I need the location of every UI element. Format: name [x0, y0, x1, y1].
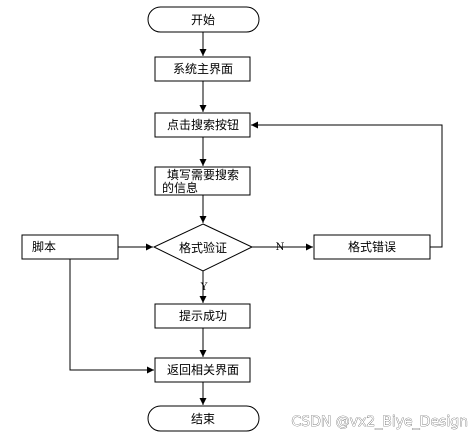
start-label: 开始: [191, 13, 215, 27]
success-node: 提示成功: [154, 303, 251, 329]
main-ui-node: 系统主界面: [154, 56, 251, 82]
click-search-label: 点击搜索按钮: [167, 117, 239, 132]
script-node: 脚本: [21, 234, 119, 260]
return-node: 返回相关界面: [154, 357, 251, 383]
validate-decision: 格式验证: [152, 223, 254, 272]
fill-info-label-line1: 填写需要搜索: [167, 167, 239, 182]
validate-label: 格式验证: [179, 240, 227, 255]
end-label: 结束: [191, 412, 215, 426]
fill-info-label-line2: 的信息: [162, 180, 198, 195]
format-error-node: 格式错误: [313, 234, 431, 260]
click-search-node: 点击搜索按钮: [154, 112, 251, 138]
yes-label: Y: [200, 282, 208, 293]
script-label: 脚本: [32, 239, 56, 254]
start-node: 开始: [147, 6, 260, 33]
edge-script-return: [69, 259, 154, 374]
success-label: 提示成功: [179, 308, 227, 323]
return-label: 返回相关界面: [167, 363, 239, 377]
no-label: N: [276, 242, 285, 253]
edge-error-click: [251, 121, 443, 248]
end-node: 结束: [147, 405, 260, 432]
format-error-label: 格式错误: [348, 239, 396, 254]
main-ui-label: 系统主界面: [173, 62, 233, 76]
fill-info-node: 填写需要搜索 的信息: [154, 166, 251, 196]
watermark: CSDN @vx2_Biye_Design: [291, 414, 468, 430]
